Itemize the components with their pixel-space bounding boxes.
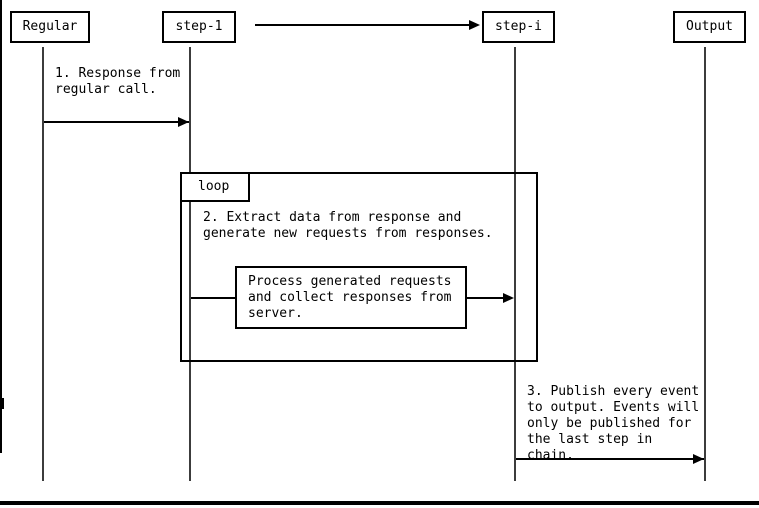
message-1-arrow-line — [44, 121, 189, 123]
loop-fragment-label-box: loop — [180, 172, 250, 202]
window-border-bottom — [0, 501, 759, 505]
participant-box-step-i: step-i — [482, 11, 555, 43]
process-connector-right-line — [467, 297, 504, 299]
arrow-step1-to-stepi-head-icon — [469, 20, 480, 30]
participant-box-regular: Regular — [10, 11, 90, 43]
message-3-text: 3. Publish every event to output. Events… — [527, 384, 700, 463]
message-1-arrow-head-icon — [178, 117, 189, 127]
participant-box-output: Output — [673, 11, 746, 43]
loop-fragment-box — [180, 172, 538, 362]
message-1-text: 1. Response from regular call. — [55, 66, 181, 97]
process-action-box: Process generated requests and collect r… — [235, 266, 467, 329]
lifeline-step-i — [514, 47, 516, 481]
participant-label-step-1: step-1 — [175, 19, 223, 34]
message-3-arrow-line — [516, 458, 704, 460]
lifeline-regular — [42, 47, 44, 481]
arrow-step1-to-stepi-line — [255, 24, 473, 26]
participant-label-regular: Regular — [22, 19, 78, 34]
window-border-left — [0, 0, 2, 453]
participant-label-output: Output — [686, 19, 733, 34]
message-3-arrow-head-icon — [693, 454, 704, 464]
process-connector-arrow-head-icon — [503, 293, 514, 303]
lifeline-output — [704, 47, 706, 481]
lifeline-step-1 — [189, 47, 191, 481]
window-border-left-notch — [0, 398, 4, 409]
loop-fragment-label: loop — [198, 179, 230, 194]
message-2-text: 2. Extract data from response and genera… — [203, 210, 493, 241]
participant-label-step-i: step-i — [495, 19, 542, 34]
participant-box-step-1: step-1 — [162, 11, 236, 43]
process-connector-left-line — [191, 297, 235, 299]
